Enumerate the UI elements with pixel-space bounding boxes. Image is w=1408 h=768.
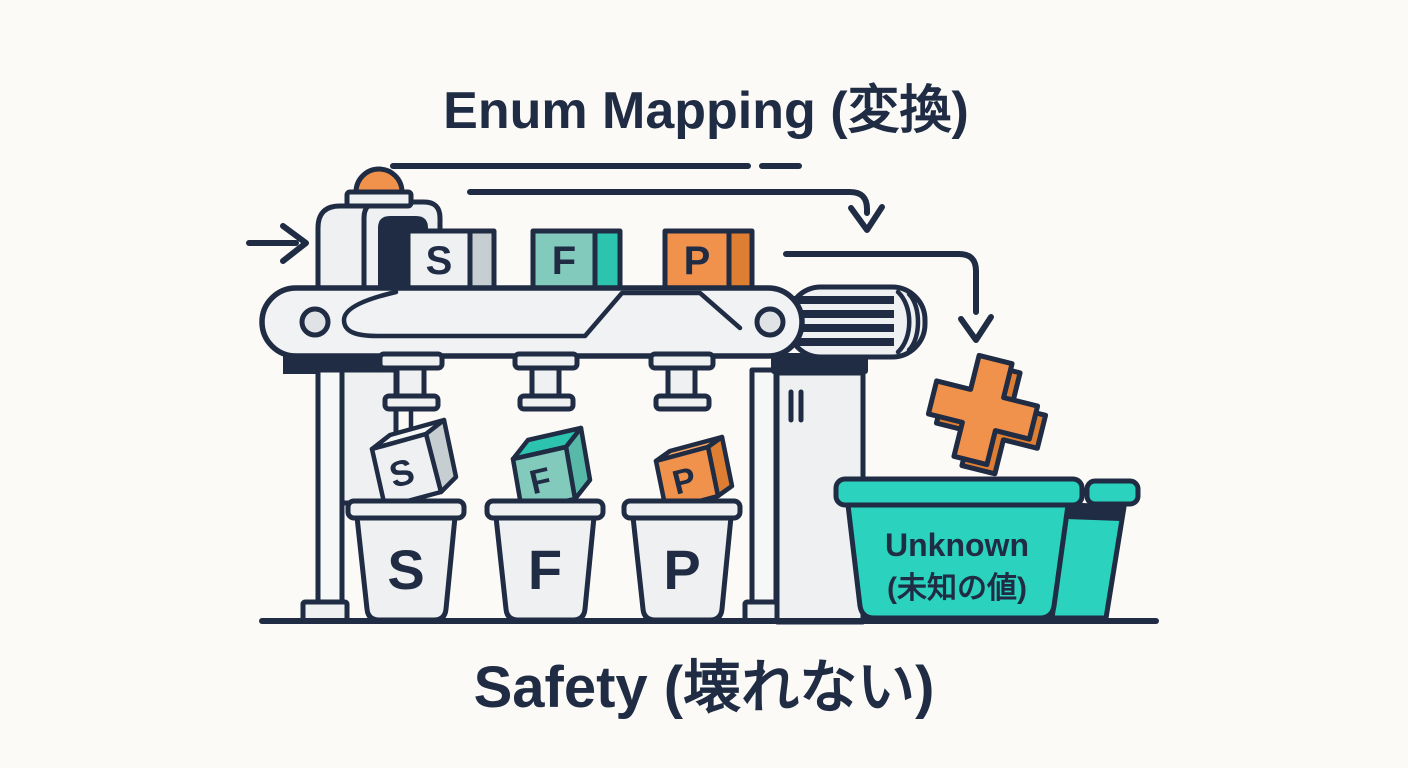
unknown-bin-label-line2: (未知の値) <box>887 572 1027 605</box>
bin-s: S <box>345 498 467 623</box>
drum-stripe <box>794 310 894 318</box>
belt-box-f: F <box>530 228 623 294</box>
belt-box-s-side <box>467 228 497 294</box>
right-support-post <box>749 367 779 607</box>
dispenser-bottom-flange <box>517 393 576 412</box>
input-arrow-icon <box>246 223 309 264</box>
falling-box-s-face <box>369 431 444 510</box>
unknown-bin: Unknown (未知の値) <box>833 476 1141 621</box>
dispenser-2 <box>512 351 580 412</box>
belt-box-f-side <box>592 228 623 294</box>
pillar-vent-marks <box>788 389 804 423</box>
unknown-bin-rim-end <box>1084 478 1141 507</box>
left-support-post <box>315 367 345 607</box>
unknown-bin-front <box>845 502 1071 621</box>
drum-stripe <box>794 338 894 346</box>
bin-f-rim <box>484 498 606 521</box>
dispenser-stem <box>394 365 427 399</box>
bin-f-body <box>493 514 597 623</box>
mapping-arrow-1 <box>467 189 870 216</box>
bin-s-label: S <box>387 538 424 601</box>
bin-f: F <box>484 498 606 623</box>
page-title: Enum Mapping (変換) <box>443 82 969 140</box>
belt-box-p: P <box>662 228 755 294</box>
mapping-arrows <box>246 163 994 343</box>
reject-x-icon <box>925 352 1049 477</box>
falling-box-s: S <box>369 417 459 510</box>
dispenser-stem <box>665 365 698 399</box>
dispenser-1 <box>377 351 445 412</box>
caption-safety: Safety (壊れない) <box>474 655 935 720</box>
mapping-arrow-2 <box>783 251 979 315</box>
bin-p: P <box>621 498 743 623</box>
right-pulley <box>754 306 786 338</box>
falling-box-f: F <box>510 425 593 514</box>
unknown-bin-rim <box>833 476 1085 508</box>
dispenser-stem <box>529 365 562 399</box>
arrowhead-down-icon <box>848 204 885 233</box>
belt-seam-line <box>341 289 743 339</box>
roller-drum <box>785 284 928 360</box>
falling-box-p: P <box>653 434 735 513</box>
drum-stripe <box>794 296 894 304</box>
drum-stripe <box>794 324 894 332</box>
bin-s-rim <box>345 498 467 521</box>
conveyor-belt <box>259 285 805 359</box>
belt-box-p-side <box>726 228 755 294</box>
falling-box-p-face <box>653 444 721 513</box>
dispenser-bottom-flange <box>653 393 712 412</box>
belt-box-f-label: F <box>552 239 576 283</box>
bin-p-rim <box>621 498 743 521</box>
bin-p-body <box>630 514 734 623</box>
belt-box-s: S <box>405 228 497 294</box>
belt-box-s-label: S <box>426 239 453 283</box>
drum-end-arcs <box>895 289 921 355</box>
bin-f-label: F <box>528 538 562 601</box>
left-pulley <box>299 306 331 338</box>
bin-s-body <box>354 514 458 623</box>
reject-x-front-layer <box>925 352 1041 468</box>
unknown-bin-label-line1: Unknown <box>885 527 1029 563</box>
bin-p-label: P <box>663 538 700 601</box>
arrowhead-down-icon <box>958 314 994 343</box>
indicator-light-icon <box>353 166 405 195</box>
unknown-bin-side-shadow <box>1066 505 1124 521</box>
belt-box-p-label: P <box>684 239 711 283</box>
dispenser-3 <box>648 351 716 412</box>
